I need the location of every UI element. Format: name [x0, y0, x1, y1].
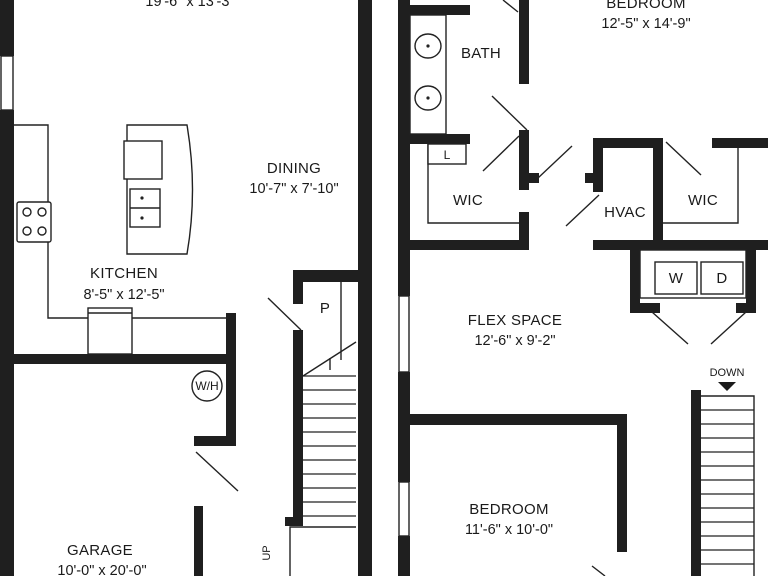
hvac-label: HVAC [604, 204, 646, 221]
kitchen-label: KITCHEN [90, 265, 158, 282]
doors-right [482, 0, 747, 576]
dining-dimensions: 10'-7" x 7'-10" [249, 181, 338, 197]
stairs-up-label: UP [261, 545, 273, 560]
stove-icon [16, 201, 52, 243]
right-floor-walls [398, 0, 768, 576]
closet-shelves [427, 143, 739, 224]
linen-label: L [444, 148, 451, 162]
bar-stool [123, 140, 163, 180]
bedroom-bottom-label: BEDROOM [469, 501, 549, 518]
garage-dimensions: 10'-0" x 20'-0" [57, 563, 146, 576]
right-windows [398, 295, 410, 537]
dining-label: DINING [267, 160, 321, 177]
left-floor-walls [0, 0, 372, 576]
down-arrow-icon [718, 382, 736, 391]
flex-space-label: FLEX SPACE [468, 312, 562, 329]
bath-fixtures [409, 14, 447, 135]
window [0, 55, 14, 111]
stairs-left [289, 282, 357, 576]
wic-left-label: WIC [453, 192, 483, 209]
bath-label: BATH [461, 45, 501, 62]
bedroom-bottom-dimensions: 11'-6" x 10'-0" [465, 522, 553, 538]
flex-space-dimensions: 12'-6" x 9'-2" [474, 333, 555, 349]
dryer-label: D [716, 270, 727, 287]
doors-left [195, 297, 302, 492]
kitchen-dimensions: 8'-5" x 12'-5" [83, 287, 164, 303]
water-heater-label: W/H [195, 379, 218, 393]
garage-label: GARAGE [67, 542, 133, 559]
kitchen-counters [14, 124, 228, 355]
washer-icon [654, 261, 698, 295]
right-room-labels: BEDROOM 12'-5" x 14'-9" BATH L WIC HVAC … [444, 0, 745, 538]
stairs-down-label: DOWN [710, 367, 745, 379]
stairs-right [701, 382, 755, 576]
bedroom-top-label: BEDROOM [606, 0, 686, 12]
washer-label: W [669, 270, 684, 287]
left-room-labels: 19'-6" x 13'-3" DINING 10'-7" x 7'-10" K… [57, 0, 338, 576]
top-room-dimensions: 19'-6" x 13'-3" [145, 0, 234, 10]
wic-right-label: WIC [688, 192, 718, 209]
pantry-label: P [320, 300, 330, 317]
vanity [409, 14, 447, 135]
bedroom-top-dimensions: 12'-5" x 14'-9" [601, 16, 690, 32]
laundry: W D [639, 249, 747, 299]
linen-closet [427, 143, 467, 165]
water-heater-icon: W/H [191, 370, 223, 402]
dryer-icon [700, 261, 744, 295]
fridge-icon [87, 307, 133, 355]
